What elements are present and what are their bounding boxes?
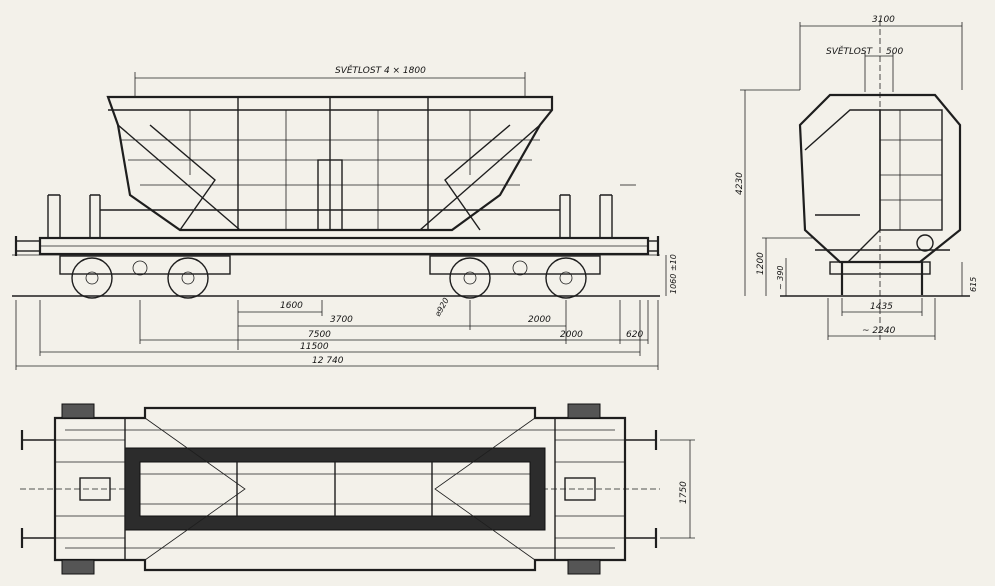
dim-2000-a: 2000 <box>528 315 551 325</box>
dim-1600: 1600 <box>280 301 303 311</box>
wheel-block <box>567 559 601 575</box>
slope-brace-left-inner <box>149 124 216 231</box>
end-ladder-right <box>599 194 613 238</box>
end-view-buffer <box>916 234 934 252</box>
label-615: 615 <box>969 277 978 292</box>
dim-2000-b: 2000 <box>560 330 583 340</box>
buffer-left <box>15 240 41 252</box>
end-view-end-wall <box>879 109 943 231</box>
handrail-right <box>559 194 571 238</box>
label-2240: ~ 2240 <box>862 326 896 336</box>
dim-wheel-920: ⌀920 <box>433 296 451 318</box>
buffer-right <box>647 240 659 252</box>
label-svetlost-end: SVĚTLOST <box>826 45 874 57</box>
end-view-body-outline <box>798 93 962 264</box>
bogie-right <box>429 255 601 299</box>
wheel-block <box>61 403 95 419</box>
dim-620: 620 <box>626 330 643 340</box>
center-post <box>317 159 343 231</box>
dim-3700: 3700 <box>330 315 353 325</box>
dim-1060: 1060 ±10 <box>669 254 678 294</box>
label-1750: 1750 <box>679 481 689 504</box>
slope-brace-left <box>117 124 241 231</box>
side-view: SVĚTLOST 4 × 1800 1600 3700 7500 2000 20… <box>12 64 678 370</box>
label-1435: 1435 <box>870 302 893 312</box>
label-390: ~ 390 <box>776 265 785 290</box>
label-4230: 4230 <box>735 172 745 195</box>
bogie-left <box>59 255 231 299</box>
slope-brace-right <box>419 124 541 231</box>
stanchions <box>189 97 471 230</box>
dim-7500: 7500 <box>308 330 331 340</box>
label-500: 500 <box>886 47 903 57</box>
end-ladder-left <box>47 194 61 238</box>
slope-brace-right-inner <box>444 124 511 231</box>
top-view-buffers <box>20 430 658 548</box>
label-1200: 1200 <box>756 252 766 275</box>
handrail-left <box>89 194 101 238</box>
wheel-block <box>567 403 601 419</box>
label-3100: 3100 <box>872 15 895 25</box>
dim-12740: 12 740 <box>312 356 344 366</box>
hopper-body-outline <box>106 95 554 232</box>
dim-11500: 11500 <box>300 342 329 352</box>
label-svetlost: SVĚTLOST 4 × 1800 <box>335 64 426 76</box>
end-view: 3100 SVĚTLOST 500 4230 1200 ~ 390 615 14… <box>735 15 978 340</box>
side-dimensions: 1600 3700 7500 2000 2000 620 11500 12 7 <box>15 254 678 370</box>
top-view: 1750 <box>20 403 695 575</box>
wheel-block <box>61 559 95 575</box>
